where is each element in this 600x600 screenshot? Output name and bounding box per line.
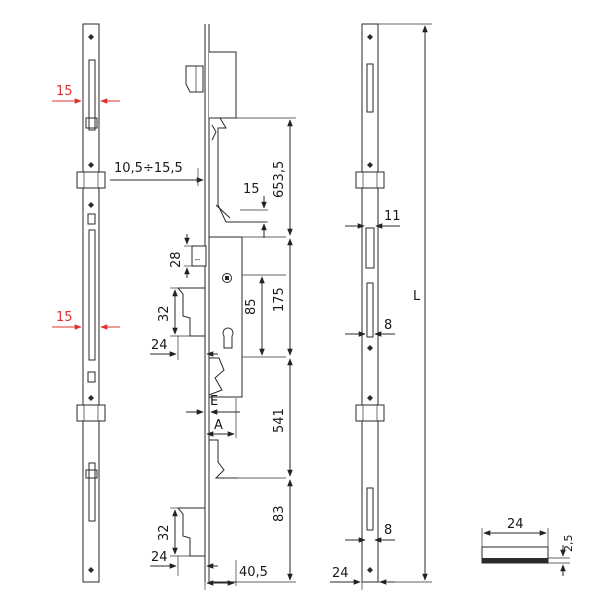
section-thickness-label: 2,5	[562, 535, 575, 553]
upper-latch-depth-label: 24	[151, 338, 168, 353]
backset-dimension: 10,5÷15,5	[110, 161, 204, 186]
center-to-bottom-hook-label: 541	[272, 408, 287, 433]
upper-slot-width-label: 8	[384, 318, 392, 333]
center-to-hook-dimension: 175	[272, 238, 293, 356]
bottom-offset-dimension: 83	[236, 479, 296, 583]
lower-slot-width-dimension: 8	[345, 523, 395, 543]
hook-height-dimension: 15	[240, 182, 268, 238]
dimension-A: A	[206, 398, 237, 438]
strip-width-dimension-mid: 15	[52, 310, 120, 330]
faceplate-width-label: 11	[384, 209, 401, 224]
section-profile: 24 2,5	[481, 517, 575, 576]
faceplate-width-dimension: 11	[345, 209, 401, 229]
lower-slot-width-label: 8	[384, 523, 392, 538]
section-width-label: 24	[507, 517, 524, 532]
lower-latch-depth-dimension: 24	[150, 550, 218, 576]
upper-latch-height-label: 32	[157, 305, 172, 322]
upper-slot-width-dimension: 8	[345, 318, 395, 337]
strip-width-mid-label: 15	[56, 310, 73, 325]
top-offset-label: 653,5	[272, 161, 287, 198]
side-depth-dimension: 24	[330, 566, 395, 590]
top-offset-dimension: 653,5	[236, 117, 296, 236]
upper-latch-depth-dimension: 24	[150, 336, 218, 360]
front-view-strip	[76, 23, 106, 583]
dimension-E-label: E	[210, 394, 218, 409]
case-depth-dimension: 40,5	[204, 565, 268, 590]
dimension-E: E	[186, 394, 240, 418]
deadbolt-height-dimension: 28	[169, 234, 192, 278]
upper-latch-height-dimension: 32	[157, 287, 190, 337]
lower-latch-height-dimension: 32	[157, 507, 190, 557]
lock-body-view: ꟷ	[176, 24, 286, 586]
side-depth-label: 24	[332, 566, 349, 581]
center-to-bottom-hook-dimension: 541	[272, 358, 293, 477]
center-to-hook-label: 175	[272, 287, 287, 312]
strip-width-top-label: 15	[56, 84, 73, 99]
case-depth-label: 40,5	[239, 565, 268, 580]
hook-height-label: 15	[243, 182, 260, 197]
handle-to-cylinder-label: 85	[244, 298, 259, 315]
deadbolt-height-label: 28	[169, 251, 184, 268]
lower-latch-height-label: 32	[157, 524, 172, 541]
svg-text:ꟷ: ꟷ	[195, 257, 200, 264]
side-length-label: L	[413, 289, 421, 304]
dimension-A-label: A	[214, 418, 223, 433]
strip-width-dimension-top: 15	[52, 84, 120, 104]
lower-latch-depth-label: 24	[151, 550, 168, 565]
backset-label: 10,5÷15,5	[114, 161, 183, 176]
bottom-offset-label: 83	[272, 505, 287, 522]
side-length-dimension: L	[378, 23, 432, 583]
side-view-strip	[355, 23, 385, 583]
handle-to-cylinder-dimension: 85	[244, 276, 265, 356]
